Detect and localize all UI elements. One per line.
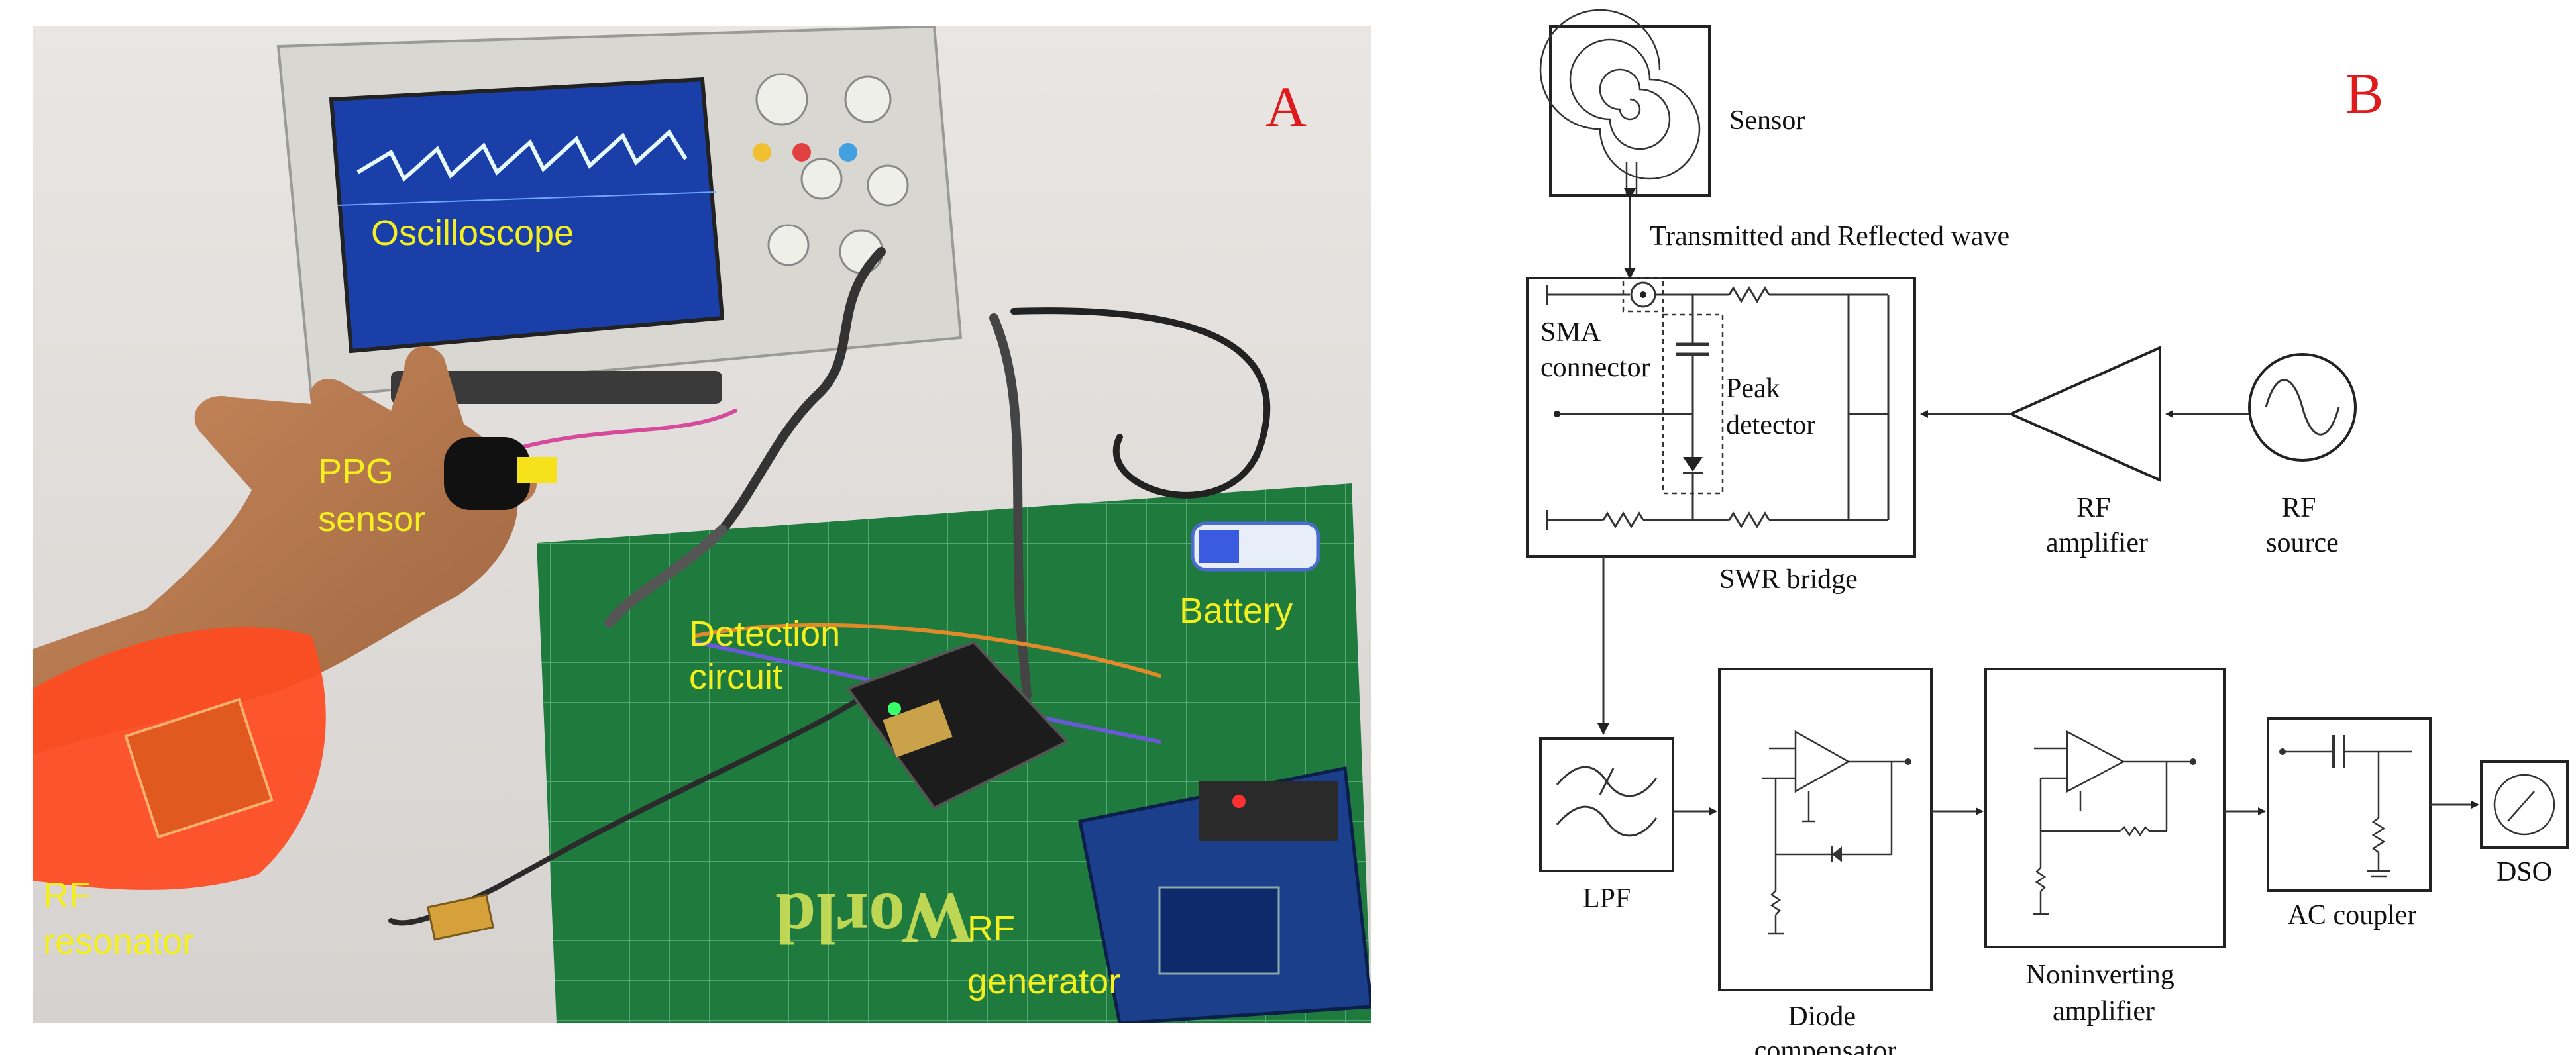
panel-letter-a: A — [1265, 75, 1307, 138]
rf-resonator-patch — [33, 627, 326, 890]
rf-source-symbol — [2248, 353, 2357, 462]
ppg-sensor-clip — [444, 437, 557, 510]
label-rf-amplifier: RF amplifier — [2046, 493, 2148, 558]
label-swr-bridge: SWR bridge — [1719, 564, 1858, 595]
probe-cables — [388, 247, 1271, 926]
label-rf-generator: RF generator — [967, 909, 1120, 1001]
label-ppg-sensor: PPG sensor — [318, 452, 425, 539]
oscilloscope-device — [276, 26, 963, 404]
dso-block — [2480, 760, 2569, 849]
ac-coupler-block — [2267, 717, 2432, 892]
label-oscilloscope: Oscilloscope — [371, 213, 574, 253]
label-peak-detector: Peak detector — [1726, 374, 1815, 440]
label-noninverting-amplifier: Noninverting amplifier — [2026, 960, 2181, 1027]
swr-bridge-block — [1526, 277, 1916, 558]
label-rf-source: RF source — [2266, 493, 2339, 558]
label-lpf: LPF — [1583, 883, 1631, 914]
svg-text:World: World — [776, 878, 975, 959]
block-diagram: B Sensor Transmitted and Reflected wave — [1526, 9, 2569, 1055]
sensor-block — [1539, 9, 1711, 197]
detection-circuit-board — [845, 640, 1069, 810]
rf-generator-boards — [1078, 766, 1371, 1023]
noninverting-amplifier-block — [1984, 668, 2226, 948]
label-dso: DSO — [2496, 857, 2552, 887]
label-diode-compensator: Diode compensator — [1754, 1001, 1897, 1055]
label-detection-circuit: Detection circuit — [689, 614, 850, 697]
panel-letter-b: B — [2345, 62, 2383, 125]
label-ac-coupler: AC coupler — [2288, 900, 2417, 930]
label-sensor: Sensor — [1729, 105, 1805, 136]
label-transmitted-reflected: Transmitted and Reflected wave — [1650, 221, 2010, 252]
label-battery: Battery — [1179, 591, 1293, 630]
lpf-block — [1539, 737, 1674, 872]
sma-connector-photo — [427, 893, 494, 941]
battery-object — [1191, 521, 1320, 572]
label-sma-connector: SMA connector — [1540, 317, 1650, 383]
label-rf-resonator: RF resonator — [43, 876, 194, 962]
experimental-setup-photo: World — [33, 26, 1371, 1023]
rf-amplifier-symbol — [2008, 345, 2161, 483]
diode-compensator-block — [1718, 668, 1933, 991]
